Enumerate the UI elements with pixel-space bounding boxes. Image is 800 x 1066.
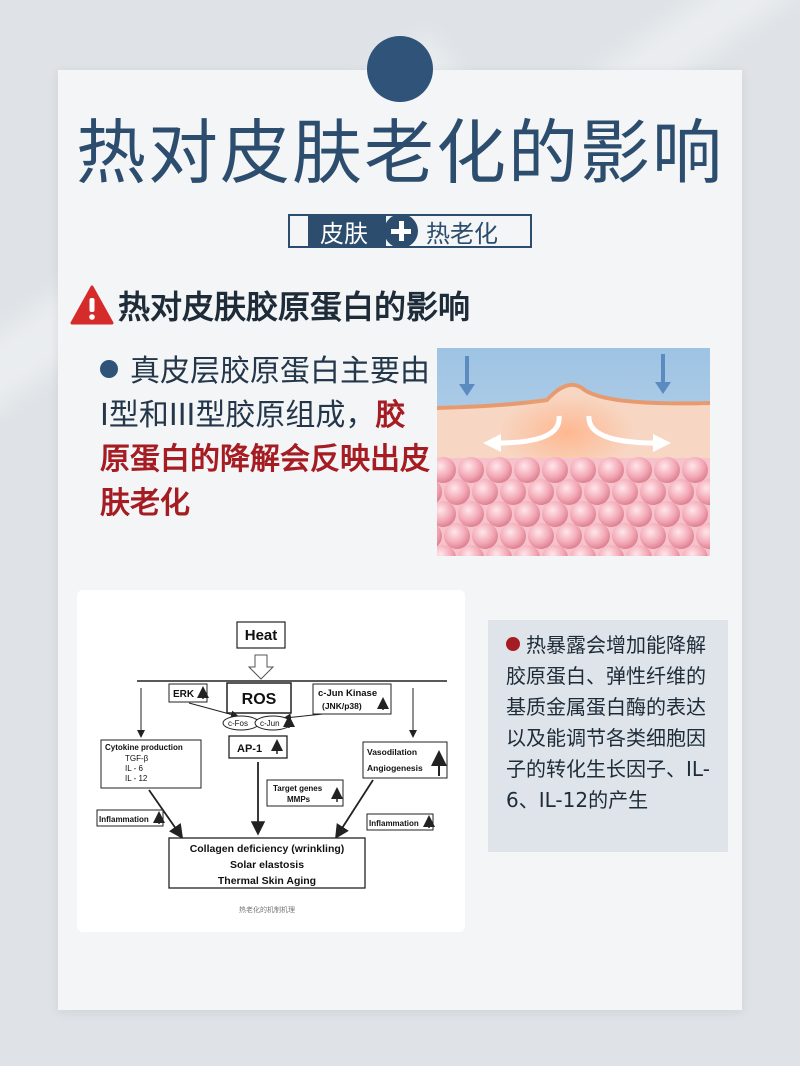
skin-cell	[444, 523, 470, 549]
skin-cell	[486, 501, 512, 527]
mechanism-diagram-svg: Heat ROS ERK c-Jun Kinase (JNK/p38) c-Fo…	[96, 621, 448, 914]
subtitle-right: 热老化	[426, 219, 498, 248]
ap1-label: AP-1	[237, 743, 262, 755]
skin-cell	[458, 545, 484, 556]
skin-cell	[654, 501, 680, 527]
outcome-line: Solar elastosis	[230, 859, 304, 871]
skin-cell	[598, 501, 624, 527]
skin-cell	[472, 479, 498, 505]
skin-cell	[514, 545, 540, 556]
skin-cell	[514, 501, 540, 527]
skin-cell	[437, 525, 442, 547]
subtitle-left: 皮肤	[308, 216, 386, 248]
skin-cell	[542, 457, 568, 483]
skin-cell	[437, 481, 442, 503]
skin-cell	[500, 479, 526, 505]
inflammation-left-label: Inflammation	[99, 815, 149, 824]
caption-box: 热暴露会增加能降解胶原蛋白、弹性纤维的基质金属蛋白酶的表达以及能调节各类细胞因子…	[488, 620, 728, 852]
skin-cell	[458, 501, 484, 527]
bullet-icon	[100, 360, 118, 378]
bullet-icon	[506, 637, 520, 651]
skin-cell	[598, 545, 624, 556]
skin-cell	[542, 501, 568, 527]
skin-cell	[486, 545, 512, 556]
skin-cell	[640, 523, 666, 549]
skin-cell	[668, 523, 694, 549]
skin-cell	[444, 479, 470, 505]
outcome-line: Thermal Skin Aging	[218, 875, 316, 887]
skin-cell	[640, 479, 666, 505]
skin-cell	[612, 479, 638, 505]
skin-cell	[528, 479, 554, 505]
angiogenesis-label: Angiogenesis	[367, 763, 423, 773]
page-title: 热对皮肤老化的影响	[76, 112, 724, 194]
skin-cell	[584, 523, 610, 549]
skin-cell	[437, 545, 456, 556]
section-heading-text: 热对皮肤胶原蛋白的影响	[118, 288, 471, 326]
skin-cell	[437, 457, 456, 483]
cytokine-item: TGF-β	[125, 754, 149, 763]
skin-cell	[584, 479, 610, 505]
skin-cell	[682, 545, 708, 556]
skin-cell	[500, 523, 526, 549]
cytokine-item: IL - 6	[125, 764, 143, 773]
skin-cell	[682, 457, 708, 483]
caption-text: 热暴露会增加能降解胶原蛋白、弹性纤维的基质金属蛋白酶的表达以及能调节各类细胞因子…	[506, 633, 710, 812]
skin-cell	[626, 501, 652, 527]
skin-cell	[682, 501, 708, 527]
skin-cell	[612, 523, 638, 549]
skin-cell	[598, 457, 624, 483]
body-normal-text: 真皮层胶原蛋白主要由I型和III型胶原组成，	[100, 354, 430, 433]
inflammation-right-label: Inflammation	[369, 819, 419, 828]
cytokine-title: Cytokine production	[105, 743, 183, 752]
jnk-label: (JNK/p38)	[322, 701, 362, 711]
section-heading: 热对皮肤胶原蛋白的影响	[70, 282, 470, 328]
mechanism-diagram: Heat ROS ERK c-Jun Kinase (JNK/p38) c-Fo…	[77, 590, 465, 932]
diagram-caption: 热老化的机制机理	[239, 905, 295, 914]
ros-label: ROS	[242, 691, 277, 708]
skin-cell	[458, 457, 484, 483]
outcome-line: Collagen deficiency (wrinkling)	[190, 843, 345, 855]
erk-label: ERK	[173, 689, 195, 700]
skin-cell	[437, 501, 456, 527]
cjun-kinase-label: c-Jun Kinase	[318, 688, 377, 699]
skin-cell	[654, 545, 680, 556]
body-emphasis-text: 胶原蛋白的降解会反映出皮肤老化	[100, 398, 430, 521]
skin-heat-illustration	[437, 348, 710, 556]
vasodilation-label: Vasodilation	[367, 747, 417, 757]
skin-cell	[570, 501, 596, 527]
skin-cell	[486, 457, 512, 483]
subtitle-tag: 皮肤 热老化	[288, 214, 532, 248]
skin-cell	[626, 545, 652, 556]
skin-cell	[556, 523, 582, 549]
skin-cell	[542, 545, 568, 556]
plus-icon	[384, 214, 418, 248]
warning-icon	[70, 285, 114, 325]
pin-decoration	[367, 36, 433, 102]
skin-cell	[668, 479, 694, 505]
skin-cell	[528, 523, 554, 549]
skin-cell	[696, 479, 710, 505]
cfos-label: c-Fos	[228, 719, 248, 728]
skin-cell	[626, 457, 652, 483]
skin-cell	[654, 457, 680, 483]
skin-cell	[514, 457, 540, 483]
skin-cell	[570, 457, 596, 483]
skin-cell	[696, 523, 710, 549]
heat-label: Heat	[245, 627, 278, 644]
target-genes-label: Target genes	[273, 784, 323, 793]
skin-cell	[556, 479, 582, 505]
cjun-label: c-Jun	[260, 719, 280, 728]
skin-cell	[570, 545, 596, 556]
cytokine-item: IL - 12	[125, 774, 148, 783]
mmps-label: MMPs	[287, 795, 311, 804]
body-paragraph: 真皮层胶原蛋白主要由I型和III型胶原组成，胶原蛋白的降解会反映出皮肤老化	[100, 350, 430, 526]
skin-cell	[472, 523, 498, 549]
